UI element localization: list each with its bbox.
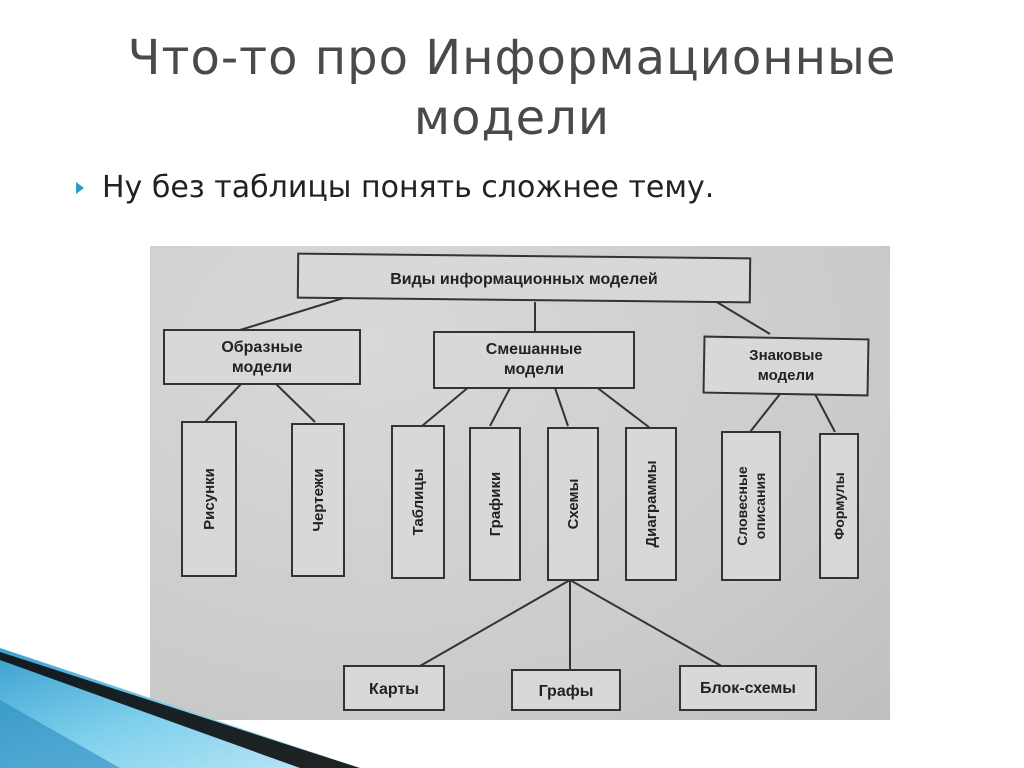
- leaf-label-shemy: Схемы: [565, 479, 582, 530]
- category-box-smesh: [433, 331, 635, 389]
- leaf-label-formuly: Формулы: [831, 472, 847, 540]
- connector-smesh-diagrammy: [594, 385, 651, 429]
- connector-smesh-shemy: [554, 387, 569, 427]
- leaf-box-diagrammy: [625, 427, 677, 581]
- category-label-znak-1: Знаковые: [749, 347, 823, 364]
- leaf-box-slovesnye: [721, 431, 781, 581]
- subleaf-box-bloksk: [679, 665, 817, 711]
- connector-shemy-karty: [419, 579, 571, 667]
- leaf-label-tablicy: Таблицы: [410, 469, 427, 536]
- diagram-svg: Виды информационных моделей Образные мод…: [163, 252, 870, 711]
- subleaf-label-bloksk: Блок-схемы: [700, 680, 796, 697]
- connector-lines: [204, 295, 836, 670]
- connector-root-right: [709, 297, 771, 335]
- bullet-text: Ну без таблицы понять сложнее тему.: [102, 170, 715, 205]
- connector-znak-slovesnye: [749, 393, 781, 433]
- category-label-smesh-1: Смешанные: [486, 341, 583, 358]
- leaf-box-formuly: [819, 433, 859, 579]
- leaf-label-slovesnye-2: описания: [752, 473, 768, 540]
- leaf-box-chertezhi: [291, 423, 345, 577]
- slide-title: Что-то про Информационные модели: [0, 28, 1024, 148]
- triangle-bullet-icon: [76, 181, 84, 194]
- connector-root-left: [239, 295, 351, 331]
- leaf-label-slovesnye-1: Словесные: [734, 466, 750, 546]
- slide-title-line2: модели: [413, 90, 611, 146]
- diagram-photo: Виды информационных моделей Образные мод…: [150, 246, 890, 720]
- subleaf-box-grafy: [511, 669, 621, 711]
- category-label-obraz-2: модели: [232, 359, 292, 376]
- connector-smesh-tablicy: [421, 385, 471, 427]
- connector-obraz-risunki: [204, 382, 243, 423]
- category-box-znak: [702, 335, 870, 397]
- category-label-obraz-1: Образные: [221, 339, 302, 356]
- subleaf-label-karty: Карты: [369, 681, 419, 698]
- leaf-label-grafiki: Графики: [487, 472, 504, 537]
- subleaf-box-karty: [343, 665, 445, 711]
- slide-title-line1: Что-то про Информационные: [127, 30, 897, 86]
- category-box-obraz: [163, 329, 361, 385]
- connector-obraz-chertezhi: [274, 382, 316, 423]
- leaf-label-risunki: Рисунки: [201, 468, 218, 530]
- connector-shemy-bloksk: [569, 579, 726, 669]
- category-label-smesh-2: модели: [504, 361, 564, 378]
- subleaf-label-grafy: Графы: [539, 683, 594, 700]
- bullet-item: Ну без таблицы понять сложнее тему.: [76, 170, 714, 205]
- node-boxes: [163, 252, 870, 711]
- leaf-box-risunki: [181, 421, 237, 577]
- category-label-znak-2: модели: [758, 367, 814, 384]
- leaf-box-tablicy: [391, 425, 445, 579]
- leaf-label-diagrammy: Диаграммы: [643, 460, 660, 547]
- leaf-label-chertezhi: Чертежи: [310, 468, 327, 531]
- leaf-box-grafiki: [469, 427, 521, 581]
- leaf-box-shemy: [547, 427, 599, 581]
- root-box: [296, 252, 752, 304]
- connector-znak-formuly: [814, 393, 836, 433]
- root-label: Виды информационных моделей: [390, 271, 658, 288]
- blue-accent-shape: [0, 700, 120, 768]
- connector-smesh-grafiki: [489, 387, 511, 427]
